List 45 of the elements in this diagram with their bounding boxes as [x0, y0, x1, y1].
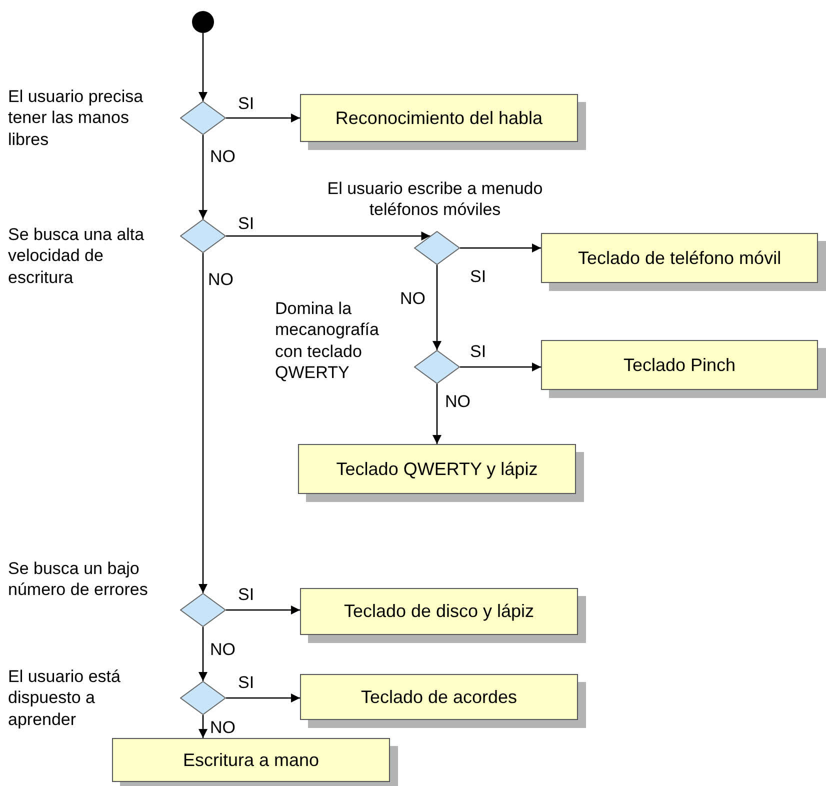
arrow: [198, 253, 208, 593]
edge-label: NO: [208, 271, 234, 288]
arrow: [432, 384, 442, 444]
edge-label: SI: [470, 343, 486, 360]
box-label: Escritura a mano: [182, 750, 320, 770]
arrow: [432, 265, 442, 350]
edge-label: SI: [238, 674, 254, 691]
edge-label: NO: [210, 641, 236, 658]
box-label: Teclado de teléfono móvil: [578, 248, 782, 268]
decision-diamond: [180, 593, 226, 627]
edge-label: SI: [238, 586, 254, 603]
edge-label: SI: [238, 95, 254, 112]
decision-diamond: [180, 219, 226, 253]
arrow: [226, 114, 300, 122]
decision-diamond: [414, 350, 460, 384]
question-text: Domina la mecanografía con teclado QWERTY: [275, 298, 380, 383]
edge-label: NO: [210, 719, 236, 736]
arrow: [460, 244, 541, 252]
edge-label: NO: [445, 393, 470, 410]
question-text: El usuario está dispuesto a aprender: [8, 666, 122, 730]
box-label: Teclado de disco y lápiz: [344, 601, 534, 622]
start-node: [192, 11, 214, 33]
arrow: [198, 135, 208, 219]
edge-label: NO: [400, 290, 426, 307]
decision-diamond: [414, 231, 460, 265]
box-label: Teclado Pinch: [623, 354, 736, 376]
arrow: [198, 33, 208, 101]
question-text: El usuario escribe a menudo teléfonos móviles: [326, 178, 544, 220]
box-label: Teclado de acordes: [360, 686, 518, 708]
arrow: [226, 694, 300, 702]
question-text: El usuario precisa tener las manos libres: [8, 86, 144, 150]
box-label: Reconocimiento del habla: [335, 108, 543, 128]
arrow: [226, 606, 300, 614]
decision-diamond: [180, 681, 226, 715]
arrow: [198, 715, 208, 738]
decision-diamond: [180, 101, 226, 135]
edge-label: SI: [470, 268, 486, 285]
box-label: Teclado QWERTY y lápiz: [336, 458, 538, 480]
edge-label: SI: [238, 215, 254, 232]
arrow: [226, 232, 430, 240]
question-text: Se busca un bajo número de errores: [8, 558, 148, 600]
question-text: Se busca una alta velocidad de escritura: [8, 224, 146, 288]
edge-label: NO: [210, 148, 236, 165]
arrow: [198, 627, 208, 681]
arrow: [460, 362, 541, 372]
